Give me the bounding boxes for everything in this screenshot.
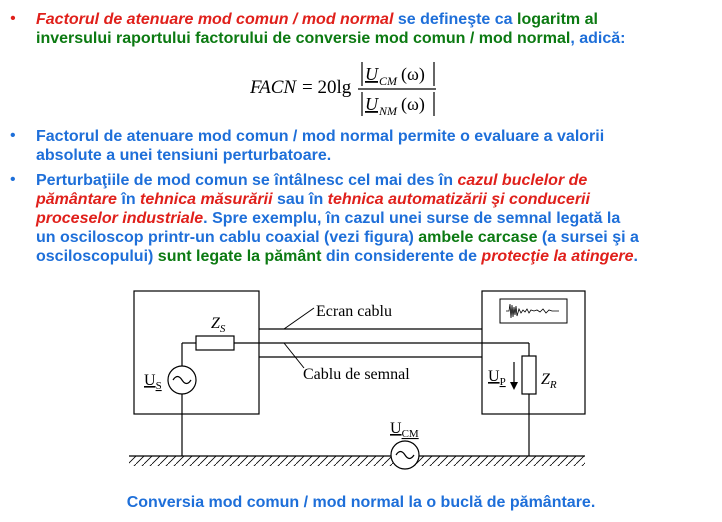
- waveform-icon: [506, 303, 559, 319]
- cablu-semnal-label: Cablu de semnal: [303, 366, 410, 383]
- num-u: U: [365, 64, 379, 84]
- den-u: U: [365, 94, 379, 114]
- formula-lhs: FACN: [250, 77, 297, 98]
- ecran-cablu-label: Ecran cablu: [316, 303, 392, 320]
- num-arg: (ω): [401, 64, 425, 85]
- oscilloscope-screen: [499, 298, 568, 324]
- bullet-marker: •: [10, 171, 16, 188]
- us-label: US: [144, 372, 162, 392]
- formula-svg: FACN = 20lg U CM (ω) U NM (ω): [249, 62, 436, 118]
- ucm-label: UCM: [390, 420, 419, 440]
- bullet-1-text: Factorul de atenuare mod comun / mod nor…: [36, 11, 626, 47]
- us-source-symbol: [167, 365, 197, 395]
- formula-eq: = 20lg: [302, 77, 352, 98]
- zs-resistor: [195, 335, 235, 351]
- oscilloscope-box: [481, 290, 586, 415]
- bullet-marker: •: [10, 127, 16, 144]
- bullet-marker: •: [10, 10, 16, 27]
- zr-resistor: [521, 355, 537, 395]
- bullet-3-text: Perturbaţiile de mod comun se întâlnesc …: [36, 172, 639, 265]
- up-label: UP: [488, 368, 506, 388]
- facn-formula: FACN = 20lg U CM (ω) U NM (ω): [249, 58, 450, 120]
- bullet-2-text: Factorul de atenuare mod comun / mod nor…: [36, 128, 605, 164]
- source-box: [133, 290, 260, 415]
- zs-label: ZS: [211, 315, 226, 335]
- up-arrow-icon: [510, 382, 518, 390]
- num-sub: CM: [379, 74, 398, 88]
- den-arg: (ω): [401, 94, 425, 115]
- zr-label: ZR: [541, 371, 557, 391]
- ucm-source-symbol: [390, 440, 420, 470]
- figure-caption: Conversia mod comun / mod normal la o bu…: [126, 494, 596, 511]
- ground-plane: [129, 456, 585, 466]
- den-sub: NM: [378, 104, 398, 118]
- term-facn: Factorul de atenuare mod comun / mod nor…: [36, 11, 394, 28]
